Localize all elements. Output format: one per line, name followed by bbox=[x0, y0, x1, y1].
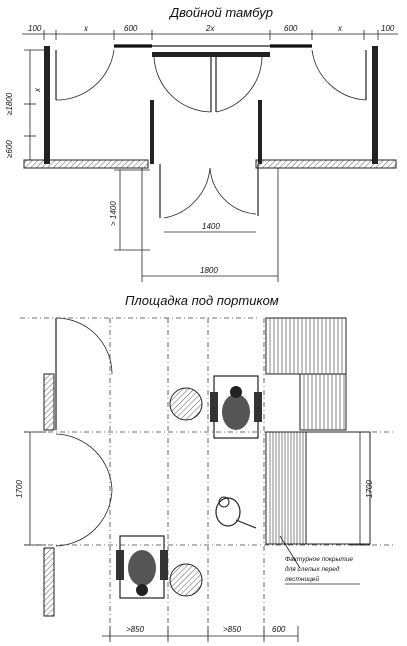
dim-1700-left: 1700 bbox=[15, 480, 24, 498]
door-swings-top bbox=[55, 49, 367, 219]
column-top bbox=[169, 387, 203, 421]
left-vertical-1700: 1700 bbox=[15, 431, 46, 546]
dim-1800-vertical: ≥1800 bbox=[5, 92, 14, 115]
building-wall-left bbox=[43, 317, 113, 617]
dim-2x: 2x bbox=[205, 24, 215, 33]
dim-x-left: x bbox=[83, 24, 89, 33]
lower-vestibule-dimensions: > 1400 1400 1800 bbox=[109, 168, 279, 282]
dim-1400-horizontal: 1400 bbox=[202, 222, 220, 231]
axis-lines bbox=[20, 317, 395, 640]
dim-x-vertical: x bbox=[33, 87, 42, 93]
stairs bbox=[265, 317, 371, 545]
vestibule-walls bbox=[44, 44, 378, 164]
right-vertical-dimension: 1700 bbox=[350, 431, 374, 546]
title-portico-platform: Площадка под портиком bbox=[125, 293, 279, 308]
note-line-3: лестницей bbox=[284, 575, 319, 583]
dim-600-vertical: ≥600 bbox=[5, 140, 14, 158]
left-vertical-dimension: ≥1800 x ≥600 bbox=[5, 49, 48, 161]
top-dimension-chain: 100 x 600 2x 600 x 100 bbox=[22, 24, 398, 40]
bottom-dimension-chain: >850 >850 600 bbox=[102, 625, 299, 642]
dim-100-right: 100 bbox=[381, 24, 395, 33]
dim-1700-right: 1700 bbox=[365, 480, 374, 498]
note-line-2: для слепых перед bbox=[285, 565, 340, 573]
dim-1800-horizontal: 1800 bbox=[200, 266, 218, 275]
dim-850-left: >850 bbox=[126, 625, 145, 634]
title-double-vestibule: Двойной тамбур bbox=[168, 5, 273, 20]
dim-600-bottom: 600 bbox=[272, 625, 286, 634]
floor-slab bbox=[23, 159, 397, 169]
dim-600-right: 600 bbox=[284, 24, 298, 33]
column-bottom bbox=[169, 563, 203, 597]
wheelchair-user-bottom bbox=[116, 535, 168, 599]
pedestrian-with-cane bbox=[215, 496, 257, 529]
columns bbox=[169, 387, 203, 597]
dim-600-left: 600 bbox=[124, 24, 138, 33]
wheelchair-user-top bbox=[210, 375, 262, 439]
dim-x-right: x bbox=[337, 24, 343, 33]
dim-100-left: 100 bbox=[28, 24, 42, 33]
note-line-1: Фактурное покрытие bbox=[285, 556, 353, 563]
tactile-paving-note: Фактурное покрытие для слепых перед лест… bbox=[279, 535, 360, 585]
dim-850-right: >850 bbox=[223, 625, 242, 634]
dim-1400-vertical: > 1400 bbox=[109, 201, 118, 226]
